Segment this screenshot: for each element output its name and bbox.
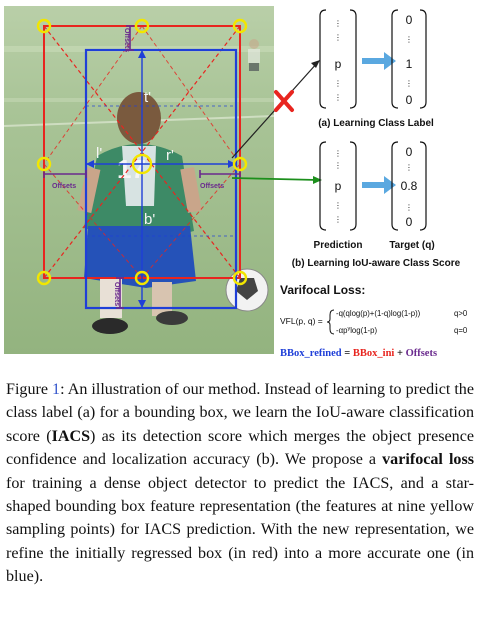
figure-number[interactable]: 1: [52, 381, 61, 398]
photo-panel: 17: [4, 6, 274, 354]
svg-text:⋮: ⋮: [334, 149, 342, 158]
label-l: l': [96, 145, 102, 162]
diagram-panel: ⋮ ⋮ p ⋮ ⋮ 0 ⋮ 1 ⋮ 0 (a) Learning Class L…: [274, 0, 478, 368]
bottom-target-0b: 0: [406, 215, 413, 229]
caption-iacs: IACS: [51, 427, 91, 445]
arrow-right-icon: [362, 176, 396, 194]
figure: 17: [4, 0, 478, 368]
top-prediction-p: p: [335, 57, 342, 71]
sampling-point: [36, 156, 52, 172]
jersey-number: 17: [117, 154, 146, 184]
svg-text:⋮: ⋮: [334, 215, 342, 224]
top-target-0: 0: [406, 13, 413, 27]
prediction-label: Prediction: [314, 240, 363, 251]
refine-equation: BBox_refined = BBox_ini + Offsets: [280, 348, 437, 359]
svg-text:⋮: ⋮: [334, 33, 342, 42]
sampling-point: [232, 18, 248, 34]
top-target-0b: 0: [406, 93, 413, 107]
loss-lhs: VFL(p, q) =: [280, 316, 323, 326]
label-b: b': [144, 211, 155, 228]
figure-label: Figure: [6, 381, 53, 398]
arrow-right-icon: [362, 52, 396, 70]
svg-text:⋮: ⋮: [405, 163, 413, 172]
loss-case1: -q(qlog(p)+(1-q)log(1-p)): [336, 309, 421, 318]
target-label: Target (q): [389, 240, 434, 251]
label-r: r': [166, 147, 174, 164]
label-t: t': [144, 89, 151, 106]
child-player: 17: [77, 92, 202, 334]
caption-text-1: : An illustration of our method. Instead…: [6, 381, 474, 445]
caption-a: (a) Learning Class Label: [318, 118, 434, 129]
class-label-target-vector: 0 ⋮ 1 ⋮ 0: [391, 9, 427, 109]
svg-text:⋮: ⋮: [334, 19, 342, 28]
sampling-point-center: [131, 153, 153, 175]
learning-diagram: ⋮ ⋮ p ⋮ ⋮ 0 ⋮ 1 ⋮ 0 (a) Learning Class L…: [280, 9, 468, 359]
loss-title: Varifocal Loss:: [280, 283, 365, 297]
caption-text-3: for training a dense object detector to …: [6, 474, 474, 586]
figure-caption: Figure 1: An illustration of our method.…: [6, 378, 474, 589]
offsets-label-left: Offsets: [52, 183, 76, 190]
caption-b: (b) Learning IoU-aware Class Score: [292, 258, 461, 269]
offsets-label-right: Offsets: [200, 183, 224, 190]
sampling-point: [134, 270, 150, 286]
class-label-prediction-vector: ⋮ ⋮ p ⋮ ⋮: [319, 9, 357, 109]
loss-brace: [326, 309, 335, 335]
svg-text:⋮: ⋮: [334, 161, 342, 170]
svg-text:⋮: ⋮: [405, 35, 413, 44]
sampling-point: [232, 270, 248, 286]
caption-text-2: ) as its detection score which merges th…: [6, 427, 474, 469]
soccer-photo: 17: [4, 6, 274, 354]
svg-text:⋮: ⋮: [405, 203, 413, 212]
refined-bbox-blue: [84, 48, 238, 310]
diagonal-red: [43, 25, 241, 279]
loss-case2: -αpγlog(1-p): [336, 326, 377, 335]
svg-text:⋮: ⋮: [334, 79, 342, 88]
loss-cond1: q>0: [454, 309, 468, 318]
sampling-points: [36, 18, 248, 286]
bottom-target-0: 0: [406, 145, 413, 159]
cross-icon: [274, 90, 294, 112]
sampling-point: [232, 156, 248, 172]
loss-cond2: q=0: [454, 326, 468, 335]
svg-text:⋮: ⋮: [334, 201, 342, 210]
arrow-to-iou-score: [231, 177, 319, 181]
top-target-1: 1: [406, 57, 413, 71]
sampling-point: [36, 18, 52, 34]
svg-text:⋮: ⋮: [334, 93, 342, 102]
sampling-point: [134, 18, 150, 34]
connector-arrows: [231, 60, 322, 184]
bottom-prediction-p: p: [335, 179, 342, 193]
sampling-point: [36, 270, 52, 286]
background-player: [248, 39, 260, 71]
bottom-target-08: 0.8: [401, 179, 418, 193]
iou-score-target-vector: 0 ⋮ 0.8 ⋮ 0: [391, 141, 427, 231]
offsets-label-bottom: Offsets: [113, 282, 120, 306]
offsets-label-top: Offsets: [123, 28, 130, 52]
svg-text:⋮: ⋮: [405, 79, 413, 88]
iou-score-prediction-vector: ⋮ ⋮ p ⋮ ⋮: [319, 141, 357, 231]
caption-varifocal: varifocal loss: [382, 451, 474, 469]
